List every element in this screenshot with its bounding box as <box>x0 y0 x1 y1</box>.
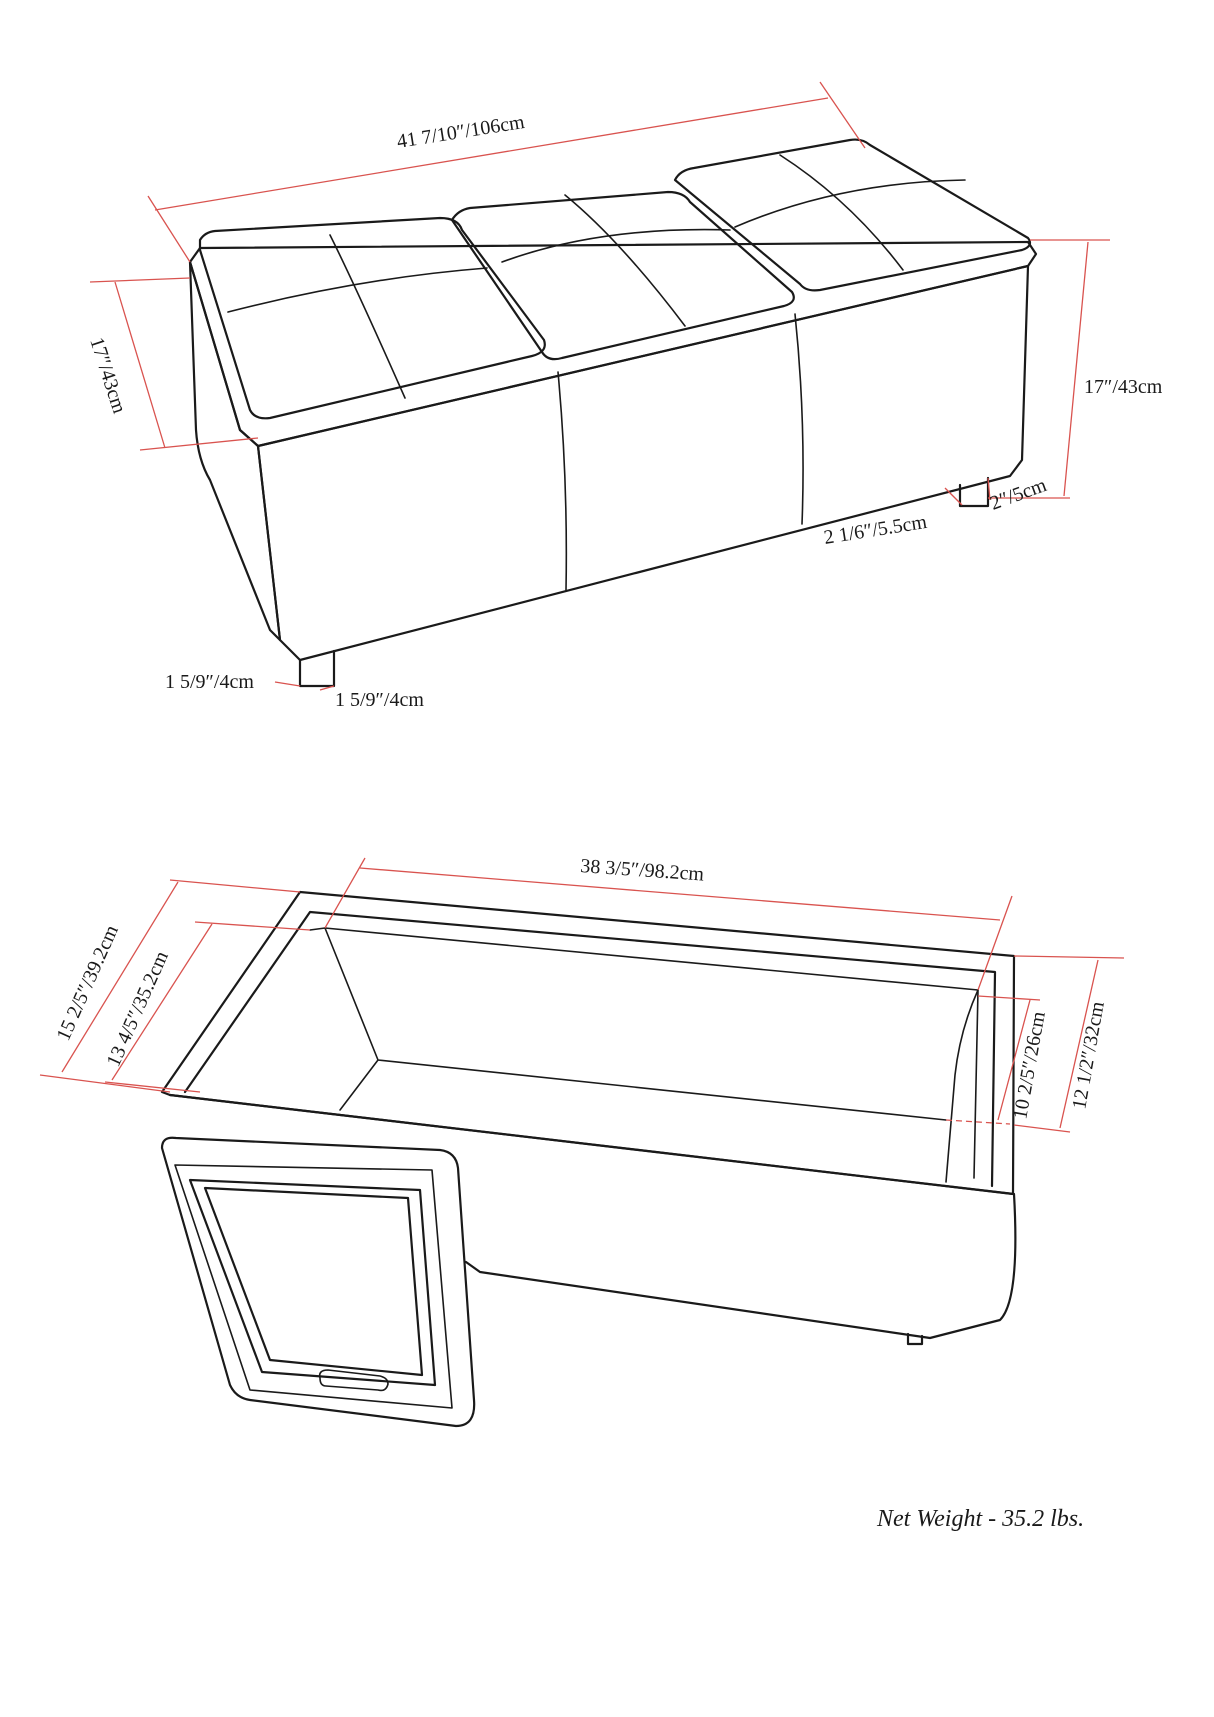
bench-seam-left <box>557 371 568 591</box>
storage-cavity-corner <box>339 1059 379 1111</box>
dim-line-leg-width <box>274 681 301 687</box>
bench-front-panel <box>256 264 1030 662</box>
dim-ext-inner-depth-bottom <box>104 1081 201 1093</box>
dim-line-outer-height <box>1059 959 1099 1129</box>
storage-inner-rim <box>183 910 997 1188</box>
dim-ext-inner-depth-top <box>194 921 311 931</box>
bench-tuft-4 <box>501 228 731 263</box>
storage-outer-rim <box>160 890 1016 1196</box>
dim-ext-length-left <box>147 195 191 263</box>
storage-inner-edge <box>309 927 979 1179</box>
label-bench-length: 41 7/10″/106cm <box>395 111 526 153</box>
dim-ext-outer-height-bottom <box>1013 1124 1071 1133</box>
dim-line-leg-height <box>987 477 991 501</box>
storage-illustration <box>160 890 1017 1428</box>
dim-line-inner-depth <box>111 923 213 1081</box>
tray-base <box>203 1186 424 1377</box>
dim-ext-length-right <box>819 81 866 149</box>
dim-line-outer-depth <box>61 881 179 1073</box>
storage-foot <box>906 1332 924 1346</box>
bench-side-panel <box>188 260 282 642</box>
dim-ext-inner-length-right <box>977 895 1013 991</box>
tray-rim <box>174 1164 453 1409</box>
label-inner-height: 10 2/5″/26cm <box>1009 1009 1050 1120</box>
label-outer-depth: 15 2/5″/39.2cm <box>52 922 123 1045</box>
label-leg-width: 1 5/9″/4cm <box>165 671 254 693</box>
dim-line-leg-depth <box>319 685 335 691</box>
label-bench-height: 17″/43cm <box>1084 376 1163 398</box>
storage-cavity-end <box>945 989 979 1183</box>
dim-ext-outer-depth-top <box>169 879 301 893</box>
bench-tuft-6 <box>734 179 966 228</box>
dim-ext-depth-top <box>89 277 191 283</box>
label-inner-length: 38 3/5″/98.2cm <box>580 855 706 886</box>
dim-line-leg-inset <box>944 487 963 506</box>
dim-line-bench-length <box>154 97 829 211</box>
dim-line-inner-length <box>359 867 1001 921</box>
bench-tuft-3 <box>564 194 686 327</box>
bench-leg-front <box>298 649 336 688</box>
bench-leg-back <box>958 476 990 508</box>
bench-tuft-2 <box>227 267 488 313</box>
tray-inner <box>188 1178 437 1387</box>
label-leg-depth: 1 5/9″/4cm <box>335 689 424 711</box>
storage-dimension-lines <box>39 857 1125 1133</box>
label-bench-depth: 17″/43cm <box>85 335 130 417</box>
dim-ext-inner-length-left <box>324 857 366 929</box>
storage-outer-body <box>168 1093 1017 1340</box>
tray-handle <box>318 1369 389 1392</box>
bench-cushion-right <box>673 138 1032 292</box>
bench-seam-right <box>794 313 804 525</box>
bench-tuft-1 <box>329 234 406 399</box>
dim-ext-depth-bottom <box>139 437 259 451</box>
tray-outer <box>160 1136 476 1428</box>
label-outer-height: 12 1/2″/32cm <box>1068 999 1109 1110</box>
dim-ext-outer-height-top <box>1013 955 1125 959</box>
label-inner-depth: 13 4/5″/35.2cm <box>102 948 173 1071</box>
dim-line-bench-height <box>1063 241 1089 497</box>
label-leg-inset: 2 1/6″/5.5cm <box>822 511 928 549</box>
bench-tuft-5 <box>779 154 904 271</box>
dim-line-bench-depth <box>114 281 166 449</box>
bench-cushion-middle <box>450 190 795 361</box>
net-weight-label: Net Weight - 35.2 lbs. <box>876 1506 1084 1532</box>
bench-cushion-left <box>198 216 546 420</box>
dim-ext-inner-height-bottom <box>945 1119 1011 1125</box>
dim-ext-outer-depth-bottom <box>39 1074 171 1093</box>
bench-illustration <box>188 138 1038 688</box>
bench-dimension-lines <box>89 81 1110 691</box>
dim-ext-inner-height-top <box>977 995 1041 1001</box>
dim-line-inner-height <box>997 999 1031 1121</box>
